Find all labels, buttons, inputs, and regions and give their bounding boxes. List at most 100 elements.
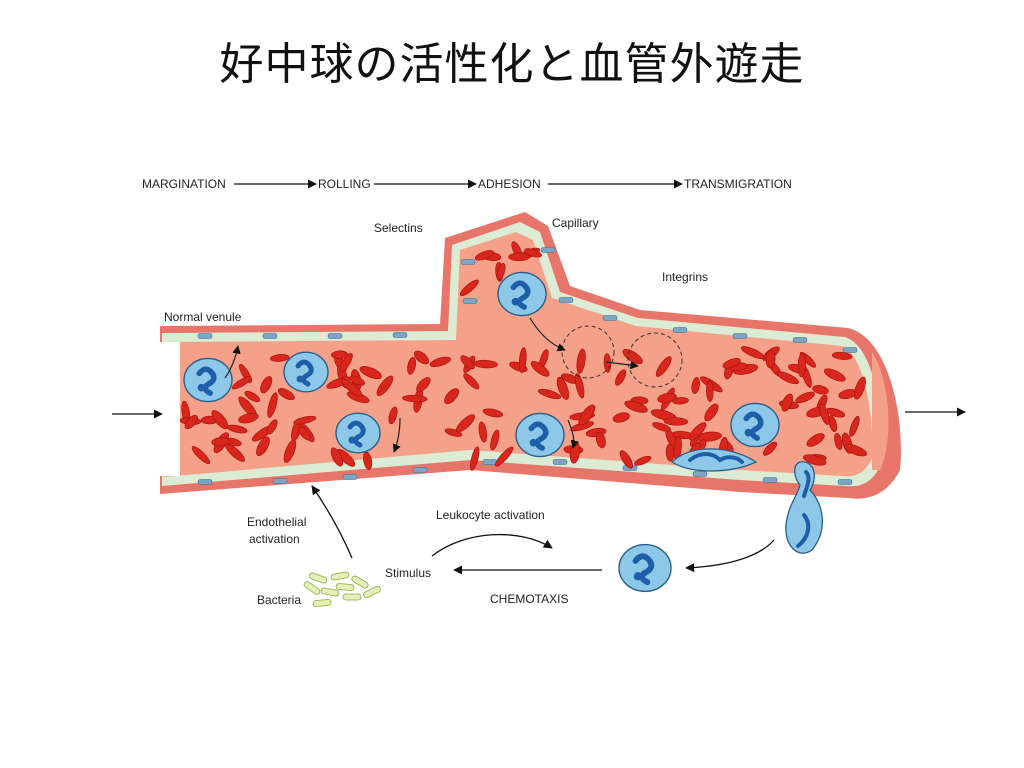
red-blood-cell bbox=[359, 366, 382, 380]
red-blood-cell bbox=[226, 424, 248, 434]
red-blood-cell bbox=[349, 375, 365, 386]
red-blood-cell bbox=[722, 358, 741, 369]
red-blood-cell bbox=[518, 347, 527, 374]
endothelial-nucleus bbox=[672, 327, 688, 333]
endothelial-nucleus bbox=[460, 259, 476, 265]
red-blood-cell bbox=[704, 403, 719, 422]
red-blood-cell bbox=[740, 346, 765, 360]
endothelial-nucleus bbox=[262, 333, 278, 339]
red-blood-cell bbox=[665, 443, 675, 462]
endothelial-nucleus bbox=[552, 459, 568, 465]
label-bacteria: Bacteria bbox=[257, 593, 301, 607]
path-arrow bbox=[567, 419, 579, 449]
endothelial-nucleus bbox=[837, 479, 853, 485]
red-blood-cell bbox=[211, 410, 229, 430]
red-blood-cell bbox=[828, 415, 838, 433]
slide-title: 好中球の活性化と血管外遊走 bbox=[219, 39, 805, 90]
red-blood-cell bbox=[576, 348, 586, 374]
red-blood-cell bbox=[388, 406, 398, 425]
neutrophil bbox=[515, 412, 565, 458]
neutrophil bbox=[497, 271, 547, 317]
red-blood-cell bbox=[612, 412, 630, 423]
vessel-opening-right bbox=[872, 352, 889, 470]
red-blood-cell bbox=[339, 352, 353, 373]
red-blood-cell bbox=[460, 355, 475, 370]
endothelial-nucleus bbox=[792, 337, 808, 343]
label-stimulus: Stimulus bbox=[385, 566, 431, 580]
leukocyte-activation-arrow bbox=[431, 533, 553, 557]
red-blood-cell bbox=[574, 373, 585, 399]
red-blood-cell bbox=[376, 375, 394, 396]
red-blood-cell bbox=[331, 350, 348, 359]
red-blood-cell bbox=[402, 394, 428, 403]
red-blood-cell bbox=[802, 454, 827, 466]
bacteria-cluster bbox=[303, 571, 381, 607]
red-blood-cell bbox=[657, 392, 677, 404]
red-blood-cell bbox=[455, 414, 475, 433]
red-blood-cell bbox=[812, 385, 829, 395]
endothelial-nucleus bbox=[412, 467, 428, 473]
bacterium bbox=[308, 572, 328, 584]
bacterium bbox=[363, 586, 381, 598]
red-blood-cell bbox=[781, 393, 793, 412]
red-blood-cell bbox=[256, 436, 270, 457]
emigration-arrow bbox=[685, 539, 775, 573]
bacterium bbox=[351, 575, 369, 589]
red-blood-cell bbox=[298, 426, 311, 441]
red-blood-cell bbox=[834, 433, 843, 450]
red-blood-cell bbox=[444, 428, 463, 437]
red-blood-cell bbox=[238, 412, 259, 424]
neutrophil-emigrated bbox=[618, 543, 672, 593]
label-capillary: Capillary bbox=[552, 216, 599, 230]
red-blood-cell bbox=[482, 408, 504, 418]
red-blood-cell bbox=[776, 371, 799, 385]
label-endothelial: Endothelial bbox=[247, 515, 306, 529]
red-blood-cell bbox=[231, 376, 252, 390]
neutrophils bbox=[183, 271, 824, 593]
red-blood-cell bbox=[556, 376, 570, 400]
label-activation: activation bbox=[249, 532, 300, 546]
red-blood-cell bbox=[853, 376, 866, 400]
red-blood-cell bbox=[211, 437, 230, 447]
bacterium bbox=[335, 583, 355, 591]
red-blood-cell bbox=[765, 349, 776, 369]
diagram-labels: Selectins Capillary Integrins Normal ven… bbox=[164, 216, 708, 607]
red-blood-cell bbox=[538, 388, 562, 400]
vessel-lumen bbox=[164, 232, 873, 477]
endothelial-nucleus bbox=[392, 332, 408, 338]
red-blood-cell bbox=[474, 250, 494, 261]
red-blood-cell bbox=[470, 446, 480, 471]
bacterium bbox=[330, 571, 350, 581]
red-blood-cell bbox=[267, 392, 278, 418]
endothelial-nucleus bbox=[327, 333, 343, 339]
neutrophil bbox=[335, 412, 381, 454]
red-blood-cell bbox=[795, 391, 815, 404]
path-arrow bbox=[392, 417, 401, 453]
endothelial-nucleus bbox=[842, 347, 858, 353]
stage-adhesion: ADHESION bbox=[478, 177, 541, 191]
path-arrow bbox=[529, 317, 566, 352]
red-blood-cell bbox=[691, 377, 700, 394]
red-blood-cell bbox=[495, 446, 514, 467]
red-blood-cell bbox=[578, 404, 596, 426]
endothelial-nucleus bbox=[602, 315, 618, 321]
red-blood-cell bbox=[849, 415, 860, 437]
bacterium bbox=[342, 593, 362, 601]
red-blood-cell bbox=[266, 419, 278, 435]
red-blood-cell bbox=[341, 378, 363, 397]
stage-transmigration: TRANSMIGRATION bbox=[684, 177, 792, 191]
endothelial-nucleus bbox=[462, 298, 478, 304]
red-blood-cell bbox=[706, 379, 714, 402]
endothelial-nucleus bbox=[197, 333, 213, 339]
red-blood-cell bbox=[624, 400, 648, 413]
red-blood-cell bbox=[819, 403, 830, 425]
red-blood-cell bbox=[844, 444, 867, 457]
red-blood-cell bbox=[416, 377, 431, 393]
red-blood-cell bbox=[414, 350, 429, 365]
red-blood-cell bbox=[478, 421, 488, 443]
endothelial-nucleus bbox=[762, 477, 778, 483]
red-blood-cell bbox=[184, 414, 198, 430]
red-blood-cell bbox=[429, 356, 451, 368]
red-blood-cell bbox=[260, 376, 273, 394]
red-blood-cell bbox=[655, 356, 672, 377]
